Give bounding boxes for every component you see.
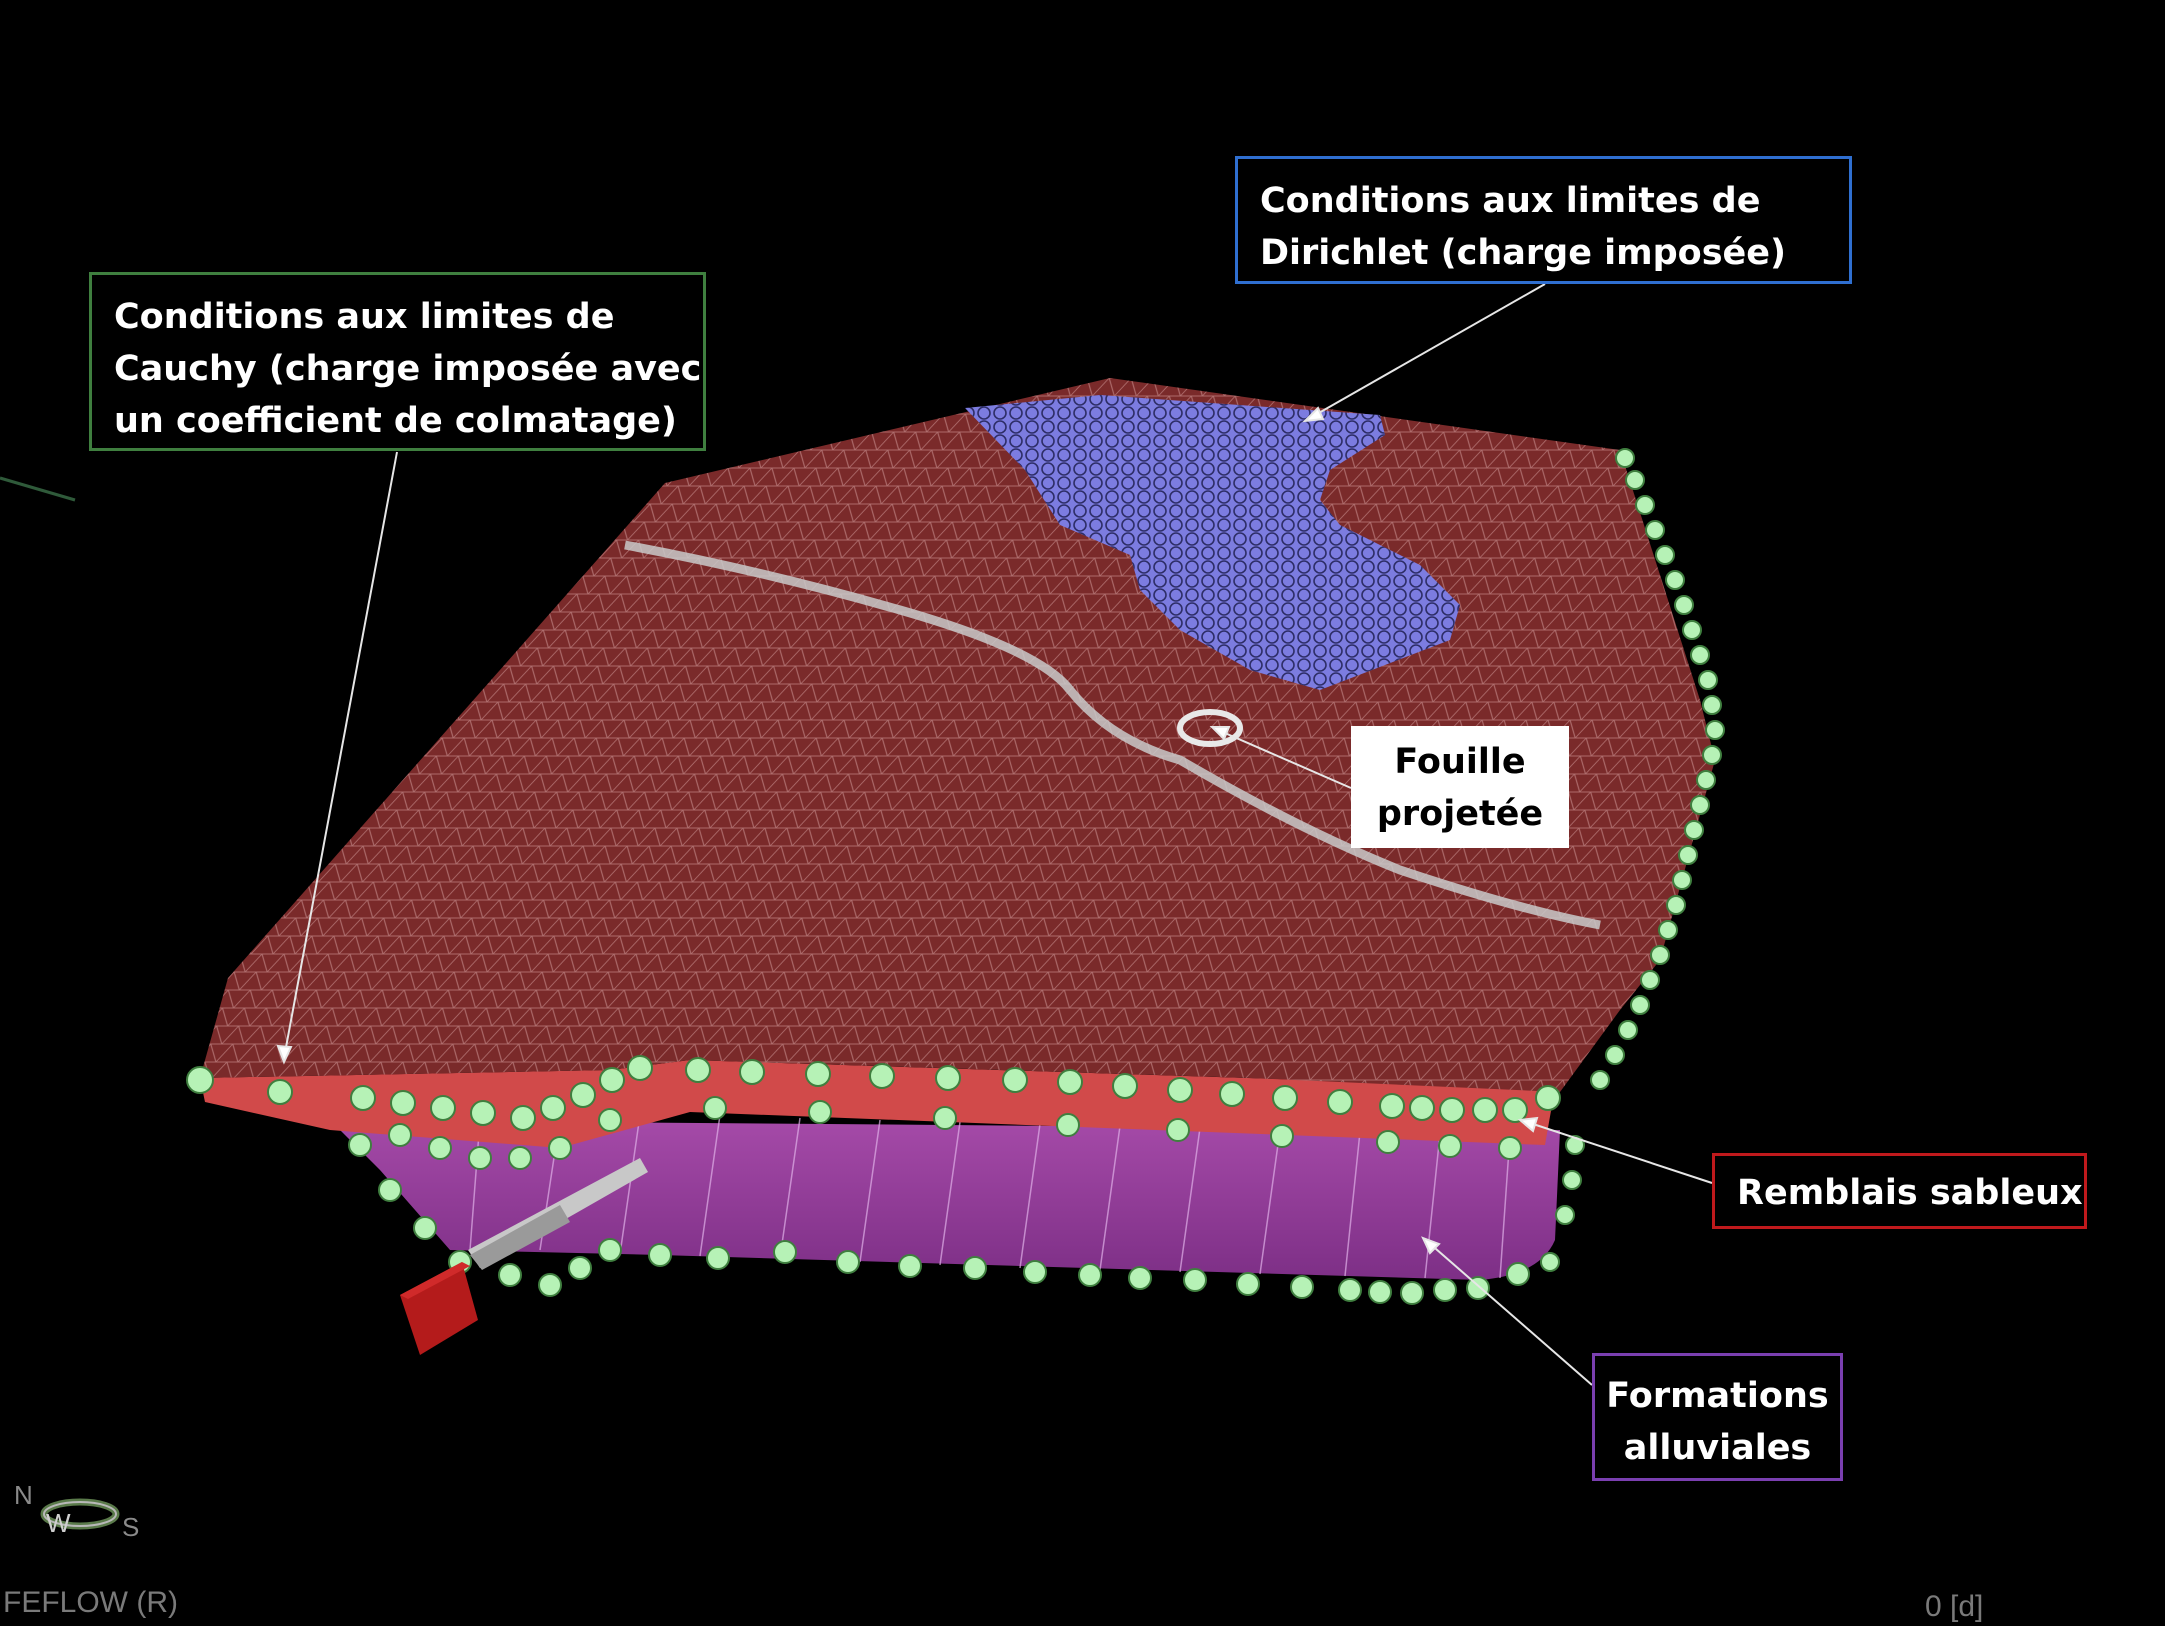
dirichlet-boundary-callout: Conditions aux limites de Dirichlet (cha… [1235,156,1852,284]
cauchy-boundary-nodes-bottom [348,1133,1530,1305]
callout-line: Fouille [1394,742,1526,782]
fouille-site-marker [1177,709,1243,747]
callout-line: Conditions aux limites de [1260,181,1761,221]
callout-line: projetée [1376,794,1544,834]
right-boundary-nodes [1540,448,1725,1272]
callout-leader-lines [276,283,1713,1386]
alluvial-vertical-mesh-lines [469,1114,1511,1279]
river-trace [624,540,1601,930]
compass-widget[interactable]: N W S [12,1478,152,1548]
remblais-sableux-layer [200,1060,1555,1148]
cauchy-boundary-nodes-top [186,1055,1561,1131]
app-brand-label: FEFLOW (R) [3,1586,178,1619]
callout-line: alluviales [1623,1428,1812,1468]
callout-line: Dirichlet (charge imposée) [1260,233,1787,273]
compass-west-label: W [46,1508,71,1538]
compass-ring-icon [40,1498,120,1530]
callout-line: Formations [1606,1376,1829,1416]
simulation-time-readout: 0 [d] [1925,1590,1984,1623]
compass-north-label: N [14,1480,33,1510]
fouille-projetee-callout: Fouille projetée [1351,726,1569,848]
callout-line: Cauchy (charge imposée avec [114,349,702,389]
cauchy-boundary-nodes-mid [388,1096,1522,1170]
remblais-sableux-callout: Remblais sableux [1712,1153,2087,1229]
callout-line: Remblais sableux [1737,1173,2083,1213]
callout-line: Conditions aux limites de [114,297,615,337]
formations-alluviales-callout: Formations alluviales [1592,1353,1843,1481]
axis-fragment [0,476,76,502]
well-arrow-object [400,1158,648,1355]
compass-south-label: S [122,1512,140,1542]
cauchy-boundary-callout: Conditions aux limites de Cauchy (charge… [89,272,706,451]
callout-line: un coefficient de colmatage) [114,401,677,441]
